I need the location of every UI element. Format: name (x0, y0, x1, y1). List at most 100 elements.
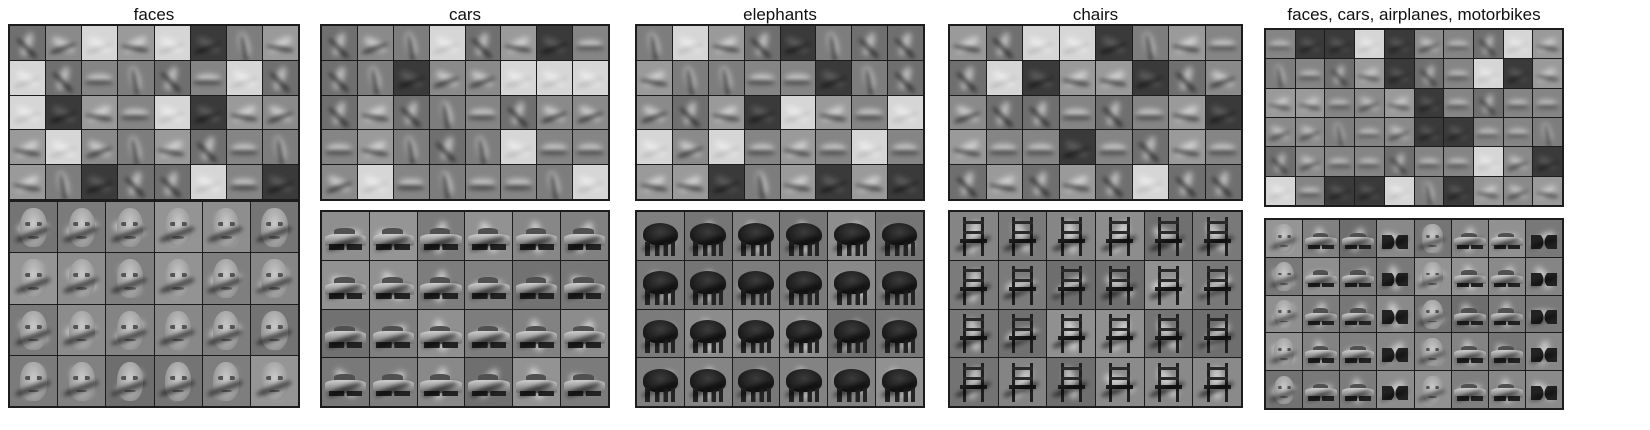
feature-tile (465, 60, 501, 95)
feature-tile (190, 60, 226, 95)
feature-tile (1096, 95, 1132, 130)
part-grid-cars (320, 210, 610, 408)
feature-tile (708, 95, 744, 130)
part-tile (998, 358, 1047, 406)
part-tile (1525, 333, 1562, 371)
feature-tile (780, 60, 816, 95)
part-tile (417, 212, 465, 260)
feature-tile (816, 95, 852, 130)
feature-tile (888, 130, 923, 165)
part-tile (369, 358, 417, 406)
feature-tile (393, 165, 429, 199)
feature-tile (1414, 88, 1444, 117)
part-grid-mixed (1264, 218, 1564, 410)
feature-grid-chairs (948, 24, 1243, 201)
feature-tile (1266, 88, 1295, 117)
part-tile (1096, 212, 1144, 260)
part-tile (1096, 358, 1144, 406)
panel-title-faces: faces (133, 5, 175, 24)
feature-tile (10, 165, 46, 199)
feature-tile (1473, 176, 1503, 205)
panel-title-elephants: elephants (743, 5, 817, 24)
part-tile (1525, 371, 1562, 408)
part-tile (106, 355, 154, 406)
feature-tile (82, 165, 118, 199)
feature-tile (1355, 176, 1384, 205)
feature-tile (672, 60, 708, 95)
part-tile (1047, 309, 1095, 358)
feature-tile (357, 60, 393, 95)
feature-tile (1266, 176, 1295, 205)
feature-tile (1205, 60, 1241, 95)
feature-tile (1503, 59, 1533, 88)
feature-tile (780, 165, 816, 199)
feature-tile (1473, 59, 1503, 88)
feature-tile (154, 26, 190, 60)
feature-tile (501, 60, 537, 95)
part-tile (10, 253, 58, 304)
feature-tile (46, 60, 82, 95)
feature-tile (637, 60, 672, 95)
feature-tile (429, 26, 465, 60)
part-tile (1303, 295, 1340, 333)
part-tile (876, 309, 923, 358)
feature-tile (888, 60, 923, 95)
feature-tile (1444, 118, 1473, 147)
feature-tile (82, 130, 118, 165)
part-tile (154, 304, 202, 355)
feature-tile (154, 60, 190, 95)
feature-tile (1444, 147, 1473, 176)
feature-tile (1205, 26, 1241, 60)
feature-tile (1266, 59, 1295, 88)
part-tile (1451, 295, 1488, 333)
feature-tile (1205, 130, 1241, 165)
part-tile (637, 309, 684, 358)
feature-tile (501, 95, 537, 130)
feature-tile (429, 60, 465, 95)
feature-tile (393, 95, 429, 130)
feature-tile (1023, 60, 1059, 95)
part-tile (950, 309, 998, 358)
part-tile (1414, 333, 1451, 371)
feature-tile (190, 26, 226, 60)
feature-tile (1059, 26, 1095, 60)
part-tile (322, 212, 369, 260)
part-tile (1096, 260, 1144, 309)
feature-tile (1023, 165, 1059, 199)
feature-tile (950, 165, 986, 199)
feature-tile (1355, 147, 1384, 176)
part-tile (637, 212, 684, 260)
feature-tile (1444, 30, 1473, 59)
feature-tile (1384, 88, 1414, 117)
part-tile (10, 355, 58, 406)
part-tile (465, 358, 513, 406)
feature-tile (744, 165, 780, 199)
feature-tile (429, 165, 465, 199)
part-tile (732, 212, 780, 260)
feature-tile (816, 60, 852, 95)
feature-tile (118, 130, 154, 165)
feature-grid-elephants (635, 24, 925, 201)
feature-tile (852, 165, 888, 199)
feature-tile (1503, 147, 1533, 176)
feature-tile (1355, 88, 1384, 117)
feature-tile (1384, 30, 1414, 59)
feature-tile (1473, 147, 1503, 176)
feature-tile (1266, 147, 1295, 176)
part-tile (202, 355, 250, 406)
part-tile (106, 253, 154, 304)
feature-tile (852, 95, 888, 130)
feature-tile (465, 26, 501, 60)
feature-tile (1295, 88, 1325, 117)
feature-tile (1023, 95, 1059, 130)
part-tile (684, 309, 732, 358)
feature-tile (1503, 118, 1533, 147)
part-tile (1047, 212, 1095, 260)
feature-tile (672, 95, 708, 130)
feature-tile (226, 26, 262, 60)
feature-tile (1473, 30, 1503, 59)
part-tile (106, 202, 154, 253)
feature-tile (637, 95, 672, 130)
part-tile (684, 358, 732, 406)
part-tile (106, 304, 154, 355)
